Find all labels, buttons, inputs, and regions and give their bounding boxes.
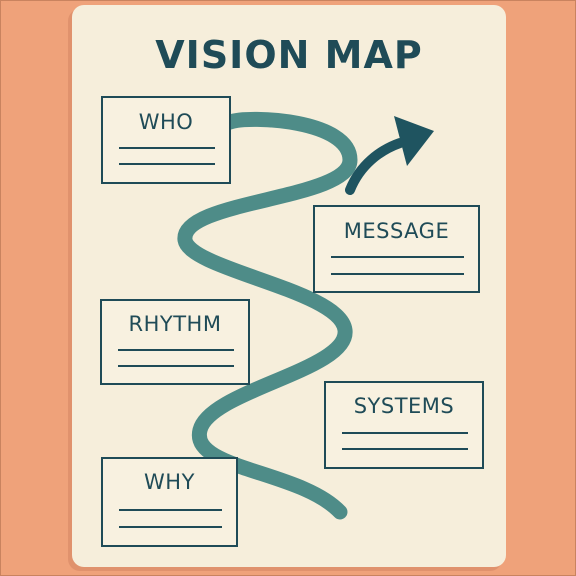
card-line	[119, 509, 222, 511]
card-systems: SYSTEMS	[324, 381, 484, 469]
card-label-who: WHO	[138, 110, 194, 134]
card-who: WHO	[101, 96, 231, 184]
card-line	[119, 526, 222, 528]
card-line	[118, 349, 234, 351]
card-label-rhythm: RHYTHM	[128, 312, 222, 336]
card-line	[118, 365, 234, 367]
page-title: VISION MAP	[155, 33, 423, 77]
card-label-why: WHY	[144, 470, 195, 494]
card-message: MESSAGE	[313, 205, 480, 293]
card-line	[342, 432, 468, 434]
card-line	[331, 256, 464, 258]
card-line	[331, 273, 464, 275]
card-why: WHY	[101, 457, 238, 547]
card-line	[119, 147, 215, 149]
card-line	[342, 448, 468, 450]
card-line	[119, 163, 215, 165]
card-label-message: MESSAGE	[343, 219, 450, 243]
card-rhythm: RHYTHM	[100, 299, 250, 385]
card-label-systems: SYSTEMS	[353, 394, 455, 418]
